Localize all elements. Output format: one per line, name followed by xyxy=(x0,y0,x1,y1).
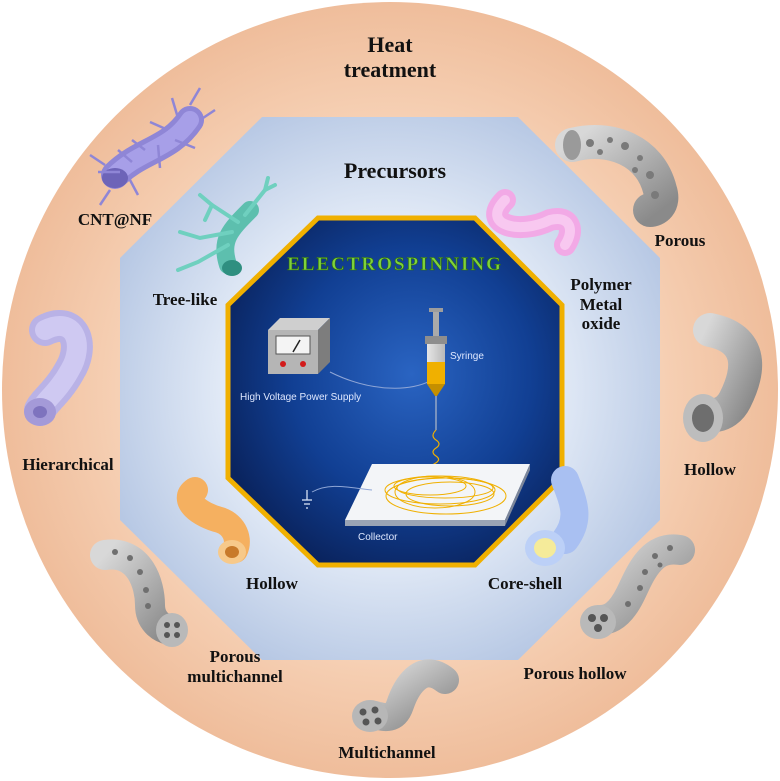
porous-multichannel-line1: Porous xyxy=(209,647,261,666)
cnt-nf-label: CNT@NF xyxy=(77,210,153,229)
heat-treatment-line2: treatment xyxy=(343,57,437,83)
polymer-line3: oxide xyxy=(581,314,621,334)
syringe-icon xyxy=(425,308,447,430)
ground-cable xyxy=(311,485,373,493)
hierarchical-fiber-icon xyxy=(24,310,93,426)
fiber-mat xyxy=(384,475,507,515)
ground-icon xyxy=(302,490,312,509)
heat-treatment-line1: Heat xyxy=(367,32,413,57)
porous-hollow-label: Porous hollow xyxy=(523,664,627,683)
syringe-label: Syringe xyxy=(450,351,484,362)
precursors-title: Precursors xyxy=(343,158,447,183)
power-supply-icon xyxy=(268,318,330,374)
electrospinning-title: ELECTROSPINNING xyxy=(287,254,503,275)
tree-like-label: Tree-like xyxy=(152,290,218,309)
hollow-left-label: Hollow xyxy=(246,574,298,593)
tree-like-fiber-icon xyxy=(176,176,277,276)
collector-label: Collector xyxy=(358,532,398,543)
porous-multichannel-fiber-icon xyxy=(90,539,188,647)
hollow-left-fiber-icon xyxy=(177,477,250,564)
hierarchical-label: Hierarchical xyxy=(22,455,114,474)
hollow-right-fiber-icon xyxy=(683,313,763,442)
power-cable xyxy=(329,371,433,389)
power-supply-label: High Voltage Power Supply xyxy=(240,392,361,403)
multichannel-label: Multichannel xyxy=(338,743,436,762)
porous-fiber-icon xyxy=(555,125,679,227)
cnt-nf-fiber-icon xyxy=(89,87,216,206)
porous-multichannel-line2: multichannel xyxy=(187,666,283,686)
polymer-label: Polymer Metal oxide xyxy=(556,275,646,334)
porous-hollow-fiber-icon xyxy=(580,534,695,639)
collector-plate xyxy=(345,464,530,526)
polymer-fiber-icon xyxy=(486,189,581,256)
core-shell-label: Core-shell xyxy=(487,574,563,593)
hollow-right-label: Hollow xyxy=(684,460,736,479)
heat-treatment-title: Heat treatment xyxy=(340,32,440,83)
polymer-line2: Metal xyxy=(579,294,623,314)
polymer-line1: Polymer xyxy=(570,275,632,294)
multichannel-fiber-icon xyxy=(352,659,459,732)
porous-label: Porous xyxy=(654,231,706,250)
core-shell-fiber-icon xyxy=(525,466,589,566)
porous-multichannel-label: Porous multichannel xyxy=(180,647,290,686)
